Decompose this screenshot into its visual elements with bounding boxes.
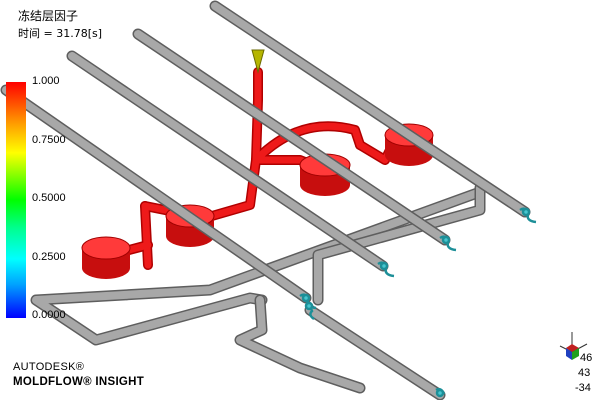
axis-label: 43 (578, 367, 591, 379)
axis-label: 46 (580, 352, 593, 364)
upper-cooling-lines (0, 0, 531, 304)
hose-connectors (299, 207, 537, 398)
legend-tick: 0.7500 (32, 134, 66, 146)
result-time: 时间 = 31.78[s] (18, 27, 103, 40)
legend-tick: 1.000 (32, 75, 60, 87)
result-title: 冻结层因子 (18, 9, 79, 23)
legend-tick: 0.0000 (32, 309, 66, 321)
autodesk-logo: AUTODESK® (13, 361, 85, 373)
lower-cooling-circuit (30, 182, 486, 401)
axis-label: -34 (575, 382, 591, 394)
moldflow-insight-logo: MOLDFLOW® INSIGHT (13, 376, 145, 388)
legend-tick: 0.2500 (32, 251, 66, 263)
sprue-tip (251, 49, 265, 74)
legend-color-bar (6, 82, 26, 318)
molded-part (81, 49, 434, 279)
legend-tick: 0.5000 (32, 192, 66, 204)
axis-triad (559, 332, 588, 360)
cavity-1 (81, 236, 131, 279)
